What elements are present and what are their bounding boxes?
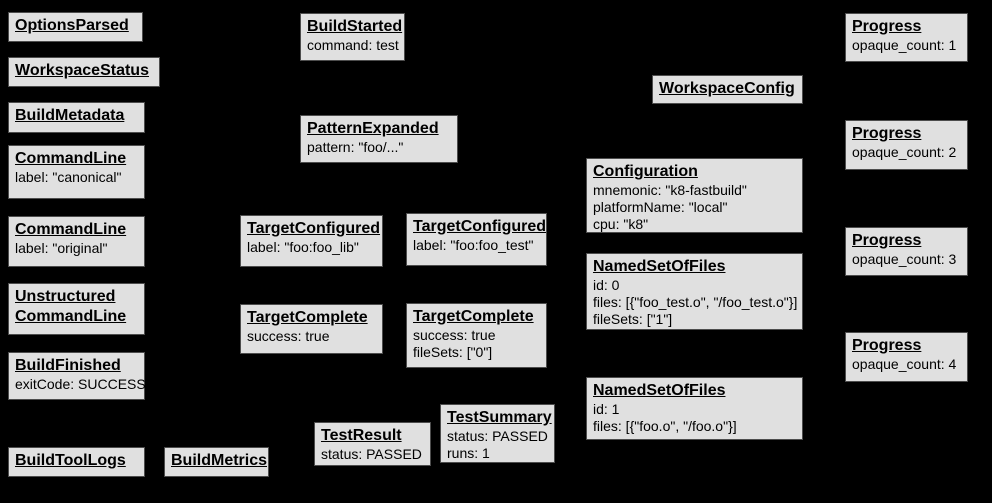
node-field: label: "canonical" [15,169,122,185]
node-command-line-original: CommandLine label: "original" [8,216,145,267]
node-title: BuildMetrics [171,452,268,469]
node-target-configured-foo-test: TargetConfigured label: "foo:foo_test" [406,213,547,266]
node-field: fileSets: ["0"] [413,344,493,360]
node-test-summary: TestSummary status: PASSED runs: 1 [440,404,555,463]
node-pattern-expanded: PatternExpanded pattern: "foo/..." [300,115,458,163]
node-title: WorkspaceStatus [15,62,149,79]
node-target-complete-foo-lib: TargetComplete success: true [240,304,383,354]
node-target-configured-foo-lib: TargetConfigured label: "foo:foo_lib" [240,215,383,267]
node-unstructured-command-line: Unstructured CommandLine [8,283,145,335]
node-title: PatternExpanded [307,120,439,137]
node-field: files: [{"foo_test.o", "/foo_test.o"}] [593,294,798,310]
node-field: platformName: "local" [593,199,728,215]
node-field: opaque_count: 4 [852,356,957,372]
node-workspace-config: WorkspaceConfig [652,75,803,104]
node-field: opaque_count: 3 [852,251,957,267]
node-test-result: TestResult status: PASSED [314,422,431,466]
node-named-set-of-files-0: NamedSetOfFiles id: 0 files: [{"foo_test… [586,253,803,330]
node-title: NamedSetOfFiles [593,382,726,399]
node-progress-2: Progress opaque_count: 2 [845,120,968,170]
node-build-metrics: BuildMetrics [164,447,269,477]
node-title: Progress [852,337,922,354]
node-field: label: "foo:foo_lib" [247,239,359,255]
node-field: opaque_count: 2 [852,144,957,160]
node-title: CommandLine [15,150,127,167]
node-title: TestSummary [447,409,552,426]
node-field: files: [{"foo.o", "/foo.o"}] [593,418,737,434]
node-field: status: PASSED [321,446,422,462]
node-title: TargetComplete [413,308,534,325]
node-field: id: 1 [593,401,620,417]
node-field: cpu: "k8" [593,216,649,232]
node-options-parsed: OptionsParsed [8,12,143,42]
node-title: BuildFinished [15,357,121,374]
node-build-finished: BuildFinished exitCode: SUCCESS [8,352,146,400]
node-field: label: "foo:foo_test" [413,237,534,253]
node-build-started: BuildStarted command: test [300,13,405,61]
node-field: status: PASSED [447,428,548,444]
node-progress-1: Progress opaque_count: 1 [845,13,968,62]
node-title-line2: CommandLine [15,308,127,325]
node-field: success: true [247,328,330,344]
node-field: label: "original" [15,240,108,256]
node-field: command: test [307,37,399,53]
node-title: TargetComplete [247,309,368,326]
node-title: Unstructured [15,288,116,305]
node-field: mnemonic: "k8-fastbuild" [593,182,747,198]
node-build-tool-logs: BuildToolLogs [8,447,145,477]
node-command-line-canonical: CommandLine label: "canonical" [8,145,145,199]
node-field: fileSets: ["1"] [593,311,673,327]
node-configuration: Configuration mnemonic: "k8-fastbuild" p… [586,158,803,233]
node-progress-3: Progress opaque_count: 3 [845,227,968,276]
node-title: CommandLine [15,221,127,238]
node-title: BuildStarted [307,18,403,35]
node-title: TargetConfigured [247,220,381,237]
node-progress-4: Progress opaque_count: 4 [845,332,968,382]
node-title: NamedSetOfFiles [593,258,726,275]
node-title: Progress [852,18,922,35]
node-field: opaque_count: 1 [852,37,957,53]
node-title: BuildMetadata [15,107,125,124]
node-field: pattern: "foo/..." [307,139,404,155]
node-title: WorkspaceConfig [659,80,795,97]
node-target-complete-foo-test: TargetComplete success: true fileSets: [… [406,303,547,368]
node-named-set-of-files-1: NamedSetOfFiles id: 1 files: [{"foo.o", … [586,377,803,440]
node-title: OptionsParsed [15,17,129,34]
node-field: exitCode: SUCCESS [15,376,146,392]
node-workspace-status: WorkspaceStatus [8,57,160,87]
node-field: runs: 1 [447,445,490,461]
node-title: TestResult [321,427,402,444]
node-field: success: true [413,327,496,343]
node-title: Progress [852,125,922,142]
node-title: Progress [852,232,922,249]
node-field: id: 0 [593,277,620,293]
node-title: BuildToolLogs [15,452,126,469]
node-build-metadata: BuildMetadata [8,102,145,133]
node-title: TargetConfigured [413,218,547,235]
node-title: Configuration [593,163,698,180]
